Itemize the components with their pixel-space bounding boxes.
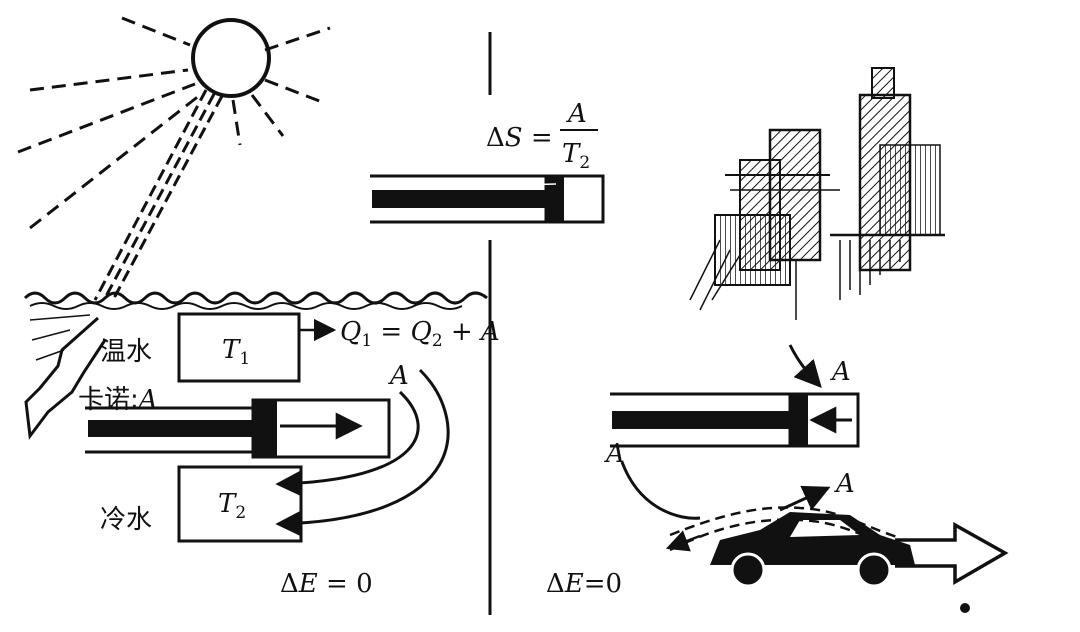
entropy-piston: [370, 174, 605, 224]
entropy-equation: ΔS = A T2: [486, 99, 598, 173]
cold-reservoir-box: T2: [177, 465, 303, 543]
t2-label: T2: [218, 489, 246, 523]
city-a-label: A: [830, 357, 851, 387]
work-return-arcs: [275, 368, 450, 537]
work-a-label: A: [388, 361, 409, 391]
svg-text:T2: T2: [562, 139, 590, 173]
piston-to-car-arc: [620, 461, 701, 520]
carnot-engine-piston: [85, 398, 391, 459]
city-work-arrow: [788, 344, 822, 388]
car-a-label: A: [834, 469, 855, 499]
big-motion-arrow: [895, 522, 1009, 586]
warm-water-label: 温水: [100, 337, 152, 367]
dot-mark: [960, 603, 970, 613]
delta-e-left: ΔE = 0: [280, 569, 373, 599]
energy-balance-equation: Q1 = Q2 + A: [340, 317, 500, 351]
svg-text:A: A: [566, 99, 587, 129]
sun-icon: [17, 16, 331, 301]
car-motion-lines: [665, 506, 901, 552]
delta-e-right: ΔE=0: [546, 569, 622, 599]
city-buildings-icon: [689, 67, 945, 320]
sea-surface: [23, 291, 488, 361]
piston-a-label: A: [604, 439, 625, 469]
svg-text:ΔS =: ΔS =: [486, 123, 553, 153]
warm-reservoir-box: T1: [177, 312, 301, 383]
cold-water-label: 冷水: [100, 505, 152, 535]
heat-flow-arrow-left: [24, 316, 107, 440]
t1-label: T1: [222, 335, 250, 369]
carnot-work-label: 卡诺:A: [78, 385, 158, 415]
car-icon: [710, 512, 915, 588]
right-piston: [610, 392, 860, 448]
